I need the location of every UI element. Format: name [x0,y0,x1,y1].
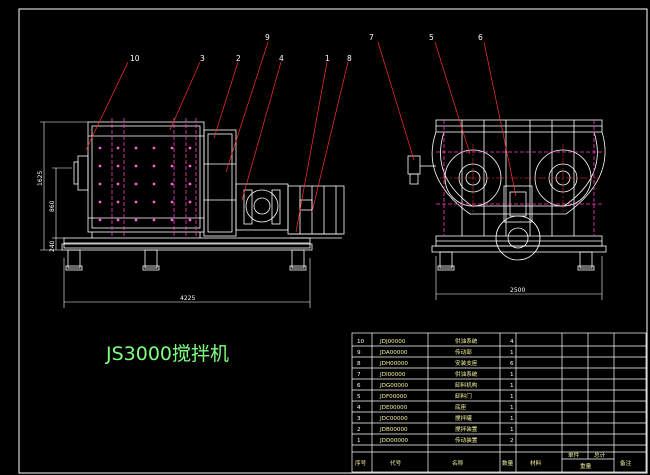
bom-header-weight: 重量 [580,462,592,470]
front-dimension-lines [40,121,311,308]
bom-cell-name: 安装支座 [455,359,478,367]
drawing-frame [18,8,648,474]
balloon-7: 7 [369,33,374,42]
bom-header-code: 代号 [390,459,402,467]
bom-row: 9 JDA00000 传动部 1 [357,348,514,356]
bom-row: 8 JDH00000 安装支座 6 [357,359,514,367]
bom-cell-qty: 1 [510,383,514,389]
bom-cell-code: JDG00000 [379,383,409,389]
bom-cell-name: 传动装置 [455,436,478,444]
balloon-5: 5 [429,33,434,42]
dim-total-length: 4225 [180,295,195,302]
bom-rows: 10 JDJ00000 供油系统 4 9 JDA00000 传动部 1 8 JD… [357,337,514,444]
bom-header-material: 材料 [530,459,542,467]
bom-header-name: 名称 [452,459,464,467]
bom-row: 7 JDI00000 供油系统 1 [357,370,514,378]
bom-cell-no: 8 [357,361,361,367]
bom-cell-no: 10 [357,339,365,345]
bom-cell-name: 卸料门 [455,392,472,400]
bom-cell-qty: 2 [510,438,514,444]
dim-height-base: 240 [49,240,56,252]
balloon-8: 8 [347,54,352,63]
bom-cell-qty: 1 [510,405,514,411]
balloon-3: 3 [200,54,205,63]
bom-table-grid [351,332,647,473]
bom-row: 3 JDC00000 搅拌罐 1 [357,414,514,422]
bom-cell-no: 6 [357,383,361,389]
balloon-4: 4 [279,54,284,63]
bom-cell-code: JDB00000 [379,427,408,433]
bom-cell-name: 卸料机构 [455,381,478,389]
bom-cell-code: JDD00000 [379,438,408,444]
bom-cell-name: 传动部 [455,348,472,356]
bom-cell-code: JDC00000 [379,416,408,422]
bom-cell-no: 3 [357,416,361,422]
bom-cell-name: 供油系统 [455,370,478,378]
balloon-6: 6 [478,33,483,42]
bom-cell-qty: 1 [510,350,514,356]
bom-cell-qty: 1 [510,394,514,400]
balloon-1: 1 [325,54,330,63]
bolt-pattern [98,146,192,222]
bom-cell-qty: 1 [510,416,514,422]
bom-header-remark: 备注 [620,459,632,467]
bom-row: 10 JDJ00000 供油系统 4 [357,337,514,345]
front-view-hidden-lines [111,118,197,236]
bom-row: 6 JDG00000 卸料机构 1 [357,381,514,389]
side-dimension-lines [435,256,603,300]
bom-row: 2 JDB00000 搅拌装置 1 [357,425,514,433]
dim-total-width: 2500 [510,287,525,294]
bom-cell-code: JDE00000 [379,405,408,411]
bom-cell-qty: 4 [510,339,514,345]
bom-cell-qty: 6 [510,361,514,367]
bom-cell-no: 1 [357,438,361,444]
bom-row: 4 JDE00000 底座 1 [357,403,514,411]
dim-height-total: 1625 [37,171,44,186]
bom-cell-no: 4 [357,405,361,411]
bom-cell-qty: 1 [510,427,514,433]
bom-row: 1 JDD00000 传动装置 2 [357,436,514,444]
bom-cell-name: 搅拌罐 [455,414,472,422]
side-view-center-lines [440,144,600,212]
balloon-10: 10 [130,54,140,63]
front-leader-lines [85,41,349,233]
bom-cell-name: 底座 [455,403,467,411]
front-view [61,121,345,271]
bom-cell-name: 搅拌装置 [455,425,478,433]
bom-cell-code: JDA00000 [379,350,408,356]
bom-header-total: 总计 [594,451,606,459]
bom-cell-name: 供油系统 [455,337,478,345]
drawing-title: JS3000搅拌机 [105,343,229,365]
dim-height-mid: 860 [49,200,56,212]
bom-header-qty: 数量 [502,459,514,467]
bom-cell-qty: 1 [510,372,514,378]
bom-cell-no: 9 [357,350,361,356]
bom-cell-code: JDH00000 [379,361,408,367]
bom-header: 序号 代号 名称 数量 材料 单件 总计 重量 备注 [355,451,632,470]
bom-cell-no: 7 [357,372,361,378]
bom-row: 5 JDF00000 卸料门 1 [357,392,514,400]
bom-cell-no: 2 [357,427,361,433]
bom-cell-code: JDJ00000 [379,339,406,345]
bom-header-no: 序号 [355,459,367,467]
balloon-2: 2 [236,54,241,63]
bom-cell-code: JDF00000 [379,394,407,400]
side-leader-lines [377,41,517,197]
bom-header-unit: 单件 [568,451,580,459]
balloon-9: 9 [265,33,270,42]
bom-cell-no: 5 [357,394,361,400]
bom-cell-code: JDI00000 [379,372,406,378]
